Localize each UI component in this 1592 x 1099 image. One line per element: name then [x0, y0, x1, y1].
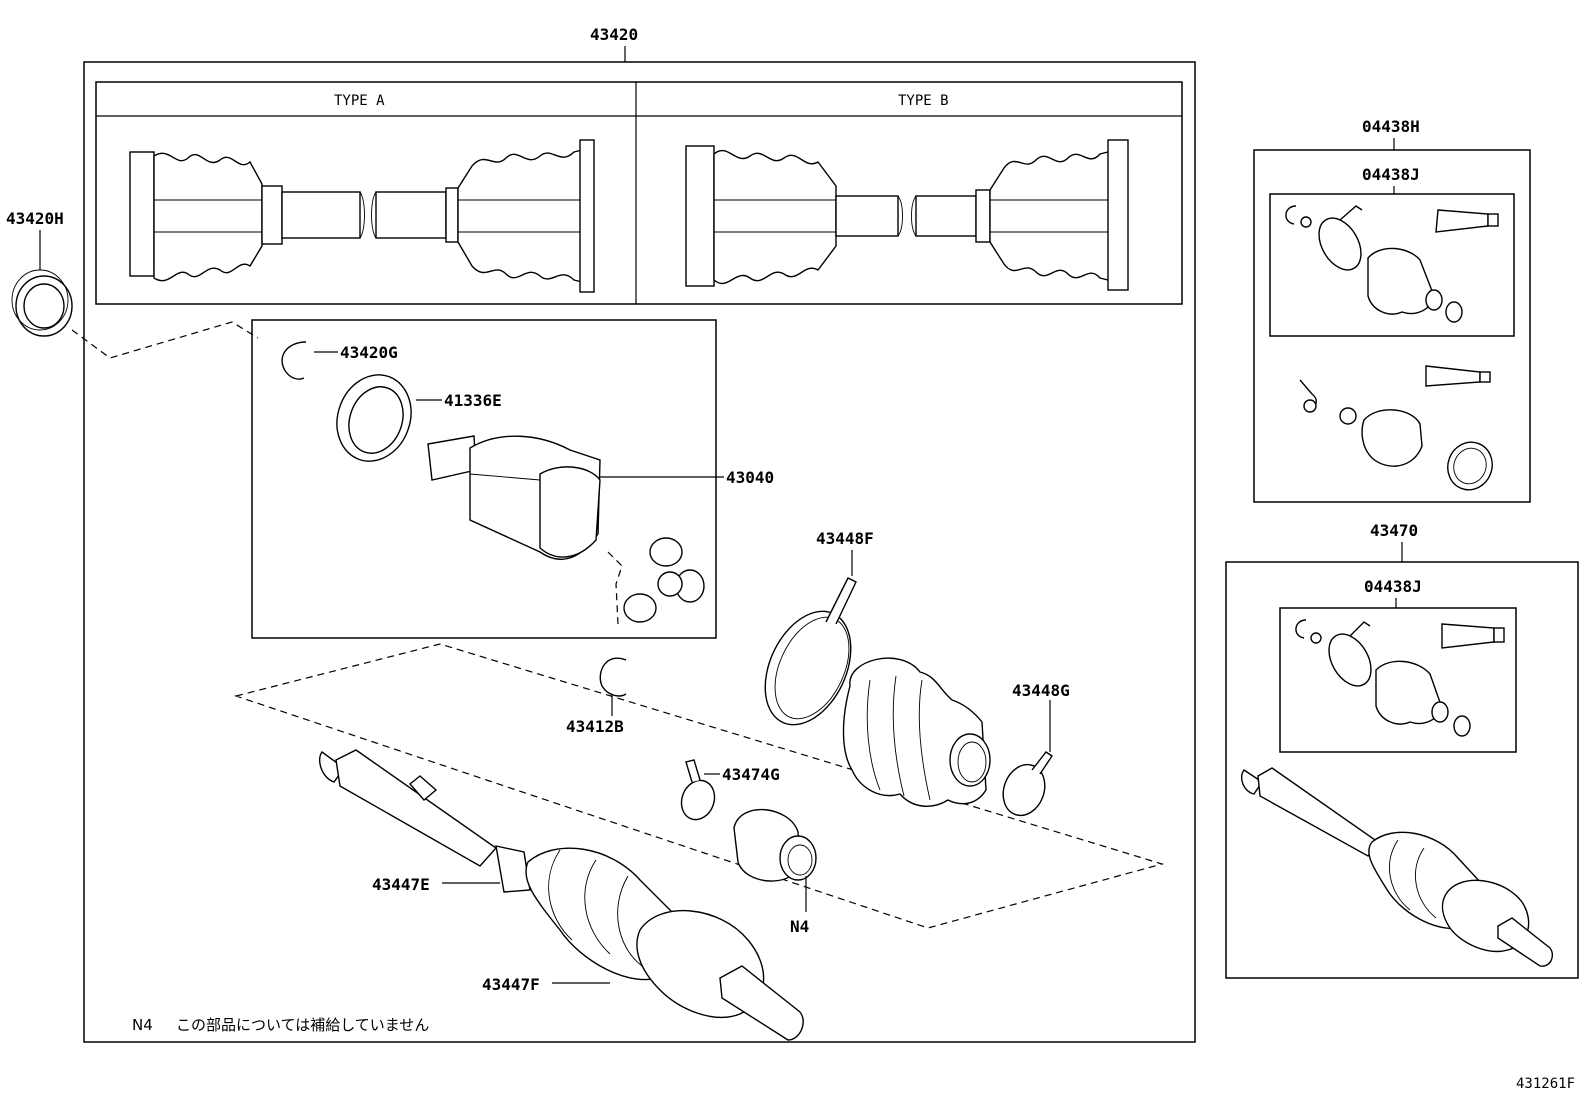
subassembly-43040-frame — [251, 319, 717, 639]
snap-ring-43420G — [281, 341, 307, 380]
type-a-label: TYPE A — [334, 93, 385, 109]
boot-kit-inner — [1299, 365, 1493, 491]
drawing-number: 431261F — [1516, 1076, 1575, 1092]
label-43474G: 43474G — [722, 765, 780, 784]
kit-04438H-frame — [1253, 149, 1531, 503]
drive-shaft-43470 — [1240, 767, 1554, 967]
type-b-shaft-drawing — [685, 139, 1129, 291]
label-43420: 43420 — [590, 25, 638, 44]
bearing-43420H — [11, 269, 73, 337]
label-43448F: 43448F — [816, 529, 874, 548]
label-04438J-bottom: 04438J — [1364, 577, 1422, 596]
clamp-43448F — [764, 577, 857, 726]
boot-kit-43470 — [1295, 619, 1505, 737]
seal-41336E — [336, 374, 412, 462]
clamp-43448G — [1002, 751, 1053, 817]
label-43470: 43470 — [1370, 521, 1418, 540]
label-N4: N4 — [790, 917, 809, 936]
type-b-label: TYPE B — [898, 93, 949, 109]
damper-N4 — [733, 808, 817, 882]
snap-ring-43412B — [599, 657, 627, 697]
label-43040: 43040 — [726, 468, 774, 487]
type-table — [95, 81, 1183, 305]
label-43420G: 43420G — [340, 343, 398, 362]
drive-shaft — [318, 749, 804, 1041]
outer-race-43040 — [427, 435, 601, 561]
label-04438J-top: 04438J — [1362, 165, 1420, 184]
boot-kit-outer — [1285, 205, 1499, 323]
label-43412B: 43412B — [566, 717, 624, 736]
label-41336E: 41336E — [444, 391, 502, 410]
label-43448G: 43448G — [1012, 681, 1070, 700]
kit-04438J-bottom-frame — [1279, 607, 1517, 753]
label-43447E: 43447E — [372, 875, 430, 894]
label-04438H: 04438H — [1362, 117, 1420, 136]
main-assembly-frame — [83, 61, 1196, 1043]
type-a-shaft-drawing — [129, 139, 595, 293]
note-code: N4 — [132, 1016, 153, 1034]
tripod-joint — [623, 537, 705, 623]
clamp-43474G — [680, 759, 716, 821]
kit-outline — [233, 643, 1165, 929]
kit-43470-frame — [1225, 561, 1579, 979]
note-text: この部品については補給していません — [176, 1016, 429, 1034]
boot — [842, 657, 991, 807]
kit-04438J-top-frame — [1269, 193, 1515, 337]
label-43447F: 43447F — [482, 975, 540, 994]
label-43420H: 43420H — [6, 209, 64, 228]
